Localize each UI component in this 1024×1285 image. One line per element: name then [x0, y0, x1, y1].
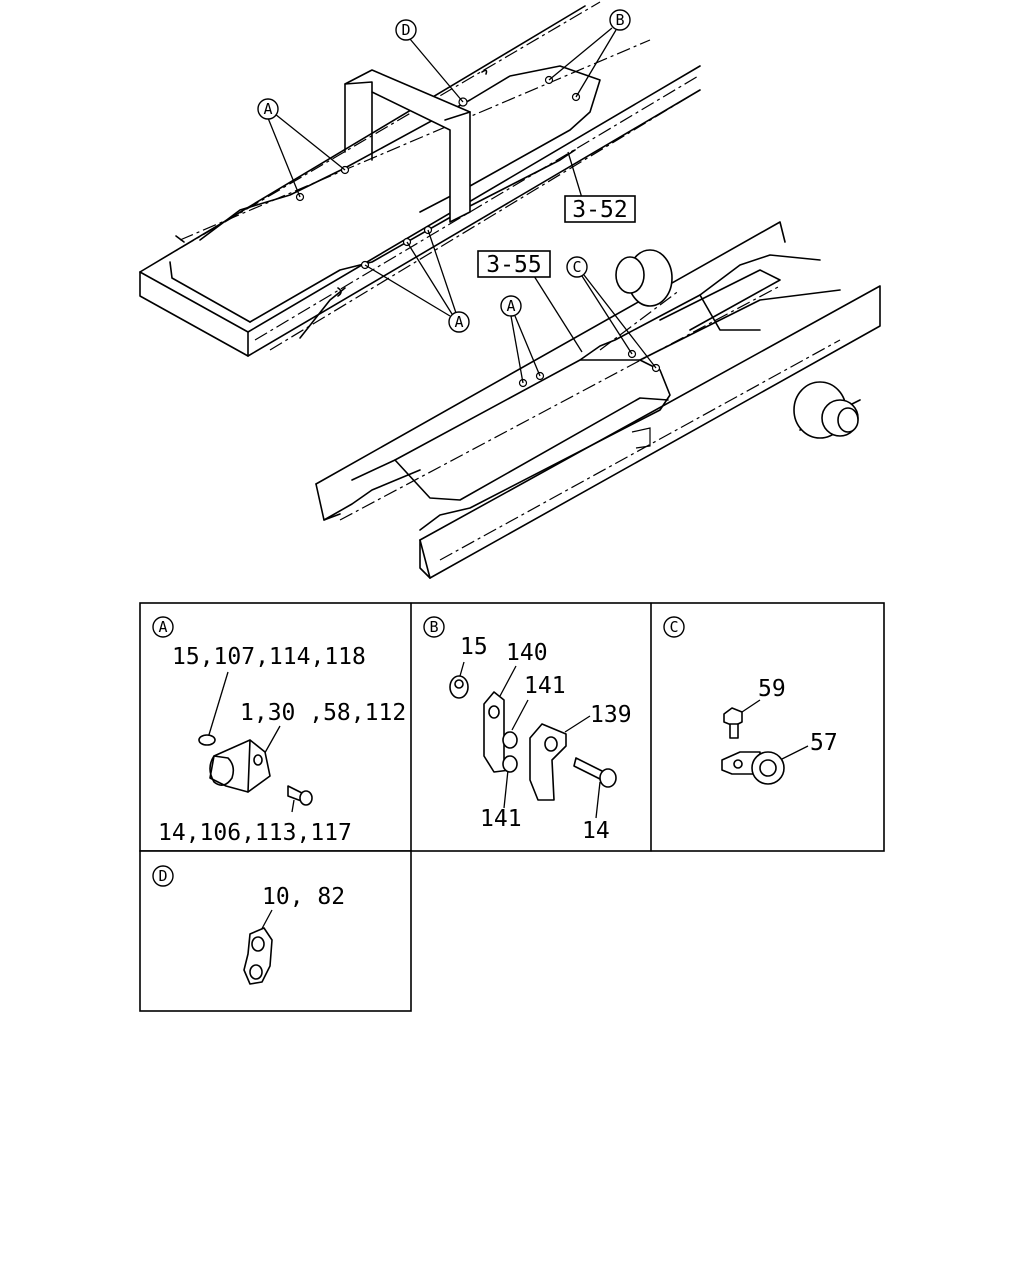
panel-a-label-1: 15,107,114,118	[172, 644, 366, 670]
panel-d-key: D	[158, 867, 167, 885]
panel-a: A 15,107,114,118 1,30 ,58,112 14,106,113…	[152, 616, 406, 846]
panel-b-label-3: 141	[524, 673, 566, 699]
callout-d-label: D	[401, 21, 410, 39]
panel-d-frame	[139, 850, 412, 1012]
panel-d-label-1: 10, 82	[262, 884, 345, 910]
panel-b-label-1: 15	[460, 634, 488, 660]
panel-c-label-1: 59	[758, 676, 786, 702]
ref-box-lower	[477, 250, 551, 278]
panel-b-key: B	[429, 618, 438, 636]
panel-a-label-3: 14,106,113,117	[158, 820, 352, 846]
panel-b-label-2: 140	[506, 640, 548, 666]
panel-c-label-2: 57	[810, 730, 838, 756]
panel-a-key: A	[158, 618, 167, 636]
panel-row-top	[139, 602, 885, 852]
panel-b-label-5: 141	[480, 806, 522, 832]
callout-c-label: C	[572, 258, 581, 276]
callout-a-upper	[257, 98, 279, 120]
lower-frame-rail	[315, 221, 881, 579]
callout-a-upper-label: A	[263, 100, 272, 118]
panel-c-key: C	[669, 618, 678, 636]
callout-d	[395, 19, 417, 41]
panel-a-label-2: 1,30 ,58,112	[240, 700, 406, 726]
detail-panels	[139, 602, 885, 1012]
callout-a-lower-label: A	[506, 297, 515, 315]
ref-upper-label: 3-52	[572, 197, 627, 223]
frame-callouts: A A D B 3-52 3-55 A C	[257, 9, 657, 384]
panel-c: C 59 57	[663, 616, 838, 785]
panel-b: B 15 140 141 139 141 14	[423, 616, 632, 844]
callout-a-mid-label: A	[454, 313, 463, 331]
panel-d: D 10, 82	[152, 865, 345, 985]
callout-c	[566, 256, 588, 278]
callout-a-lower	[500, 295, 522, 317]
callout-a-mid	[448, 311, 470, 333]
upper-frame-rail	[139, 1, 701, 357]
panel-b-label-4: 139	[590, 702, 632, 728]
callout-b-label: B	[615, 11, 624, 29]
panel-b-label-6: 14	[582, 818, 610, 844]
callout-b	[609, 9, 631, 31]
ref-box-upper	[564, 195, 636, 223]
ref-lower-label: 3-55	[486, 252, 541, 278]
